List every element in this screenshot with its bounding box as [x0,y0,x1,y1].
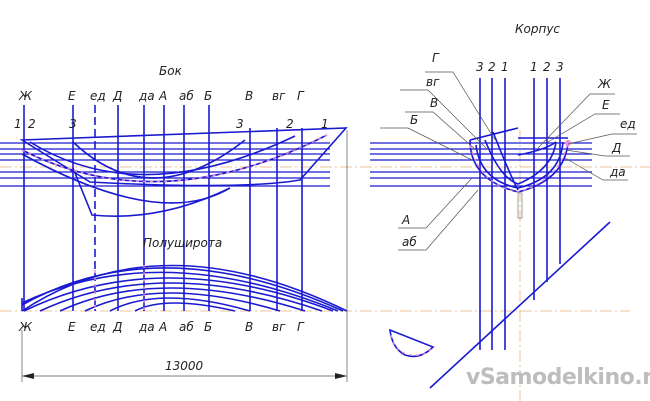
station-lines [23,78,561,350]
side-buttock-label: 3 [236,117,244,131]
body-section-label: В [430,96,438,110]
side-buttock-label: 1 [321,117,329,131]
side-station-label: В [245,89,253,103]
half-breadth-station-label: А [158,320,167,334]
leader-line [380,127,473,161]
half-breadth-station-label: Б [204,320,212,334]
side-station-label: Ж [18,89,33,103]
side-buttock-label: 3 [69,117,77,131]
side-station-label: да [138,89,155,103]
body-section-label: Ж [597,77,612,91]
half-breadth-station-label: В [245,320,253,334]
side-station-label: Д [112,89,122,103]
body-buttock-label: 1 [501,60,509,74]
leader-line [537,93,615,149]
half-breadth-station-label: Е [68,320,76,334]
leader-line [565,149,630,157]
body-buttock-label: 3 [556,60,564,74]
side-station-label: Б [204,89,212,103]
body-buttock-label: 3 [476,60,484,74]
side-view-title: Бок [159,64,183,78]
half-breadth-station-label: ед [90,320,106,334]
side-station-label: ед [90,89,106,103]
body-plan-sections [469,127,571,219]
half-breadth-curves [21,264,348,312]
leader-line [547,113,620,143]
half-breadth-station-label: вг [272,320,286,334]
body-leader-lines [380,71,637,251]
body-section-label: Д [611,141,621,155]
body-plan-title: Корпус [515,22,560,36]
body-section-label: Г [432,51,440,65]
side-station-label: Г [297,89,305,103]
half-breadth-station-label: аб [179,320,194,334]
leader-line [564,157,628,181]
dimension-value: 13000 [165,359,204,373]
leader-line [405,111,477,151]
watermark: vSamodelkino.ru [466,365,650,390]
side-station-label: Е [68,89,76,103]
half-breadth-station-label: Д [112,320,122,334]
body-section-label: Е [602,98,610,112]
leader-line [567,133,637,145]
half-breadth-station-label: Ж [18,320,33,334]
body-section-label: да [609,165,626,179]
side-station-label: вг [272,89,286,103]
side-buttock-label: 1 [14,117,22,131]
leader-line [400,89,487,149]
body-section-label: ед [620,117,636,131]
side-buttock-label: 2 [28,117,36,131]
body-diagonal [429,221,611,389]
side-view-hull [19,127,348,217]
body-buttock-label: 1 [530,60,538,74]
side-station-label: А [158,89,167,103]
leader-line [425,71,496,141]
detail-section [389,328,435,358]
half-breadth-station-label: да [138,320,155,334]
leader-line [398,177,473,229]
body-section-label: А [401,213,410,227]
half-breadth-title: Полуширота [143,236,222,250]
body-section-label: вг [426,75,440,89]
side-station-label: аб [179,89,194,103]
body-section-label: аб [402,235,417,249]
half-breadth-station-label: Г [297,320,305,334]
body-section-label: Б [410,113,418,127]
body-buttock-label: 2 [488,60,496,74]
dimension-line [21,130,348,382]
body-buttock-label: 2 [543,60,551,74]
side-buttock-label: 2 [286,117,294,131]
leader-line [398,189,479,251]
